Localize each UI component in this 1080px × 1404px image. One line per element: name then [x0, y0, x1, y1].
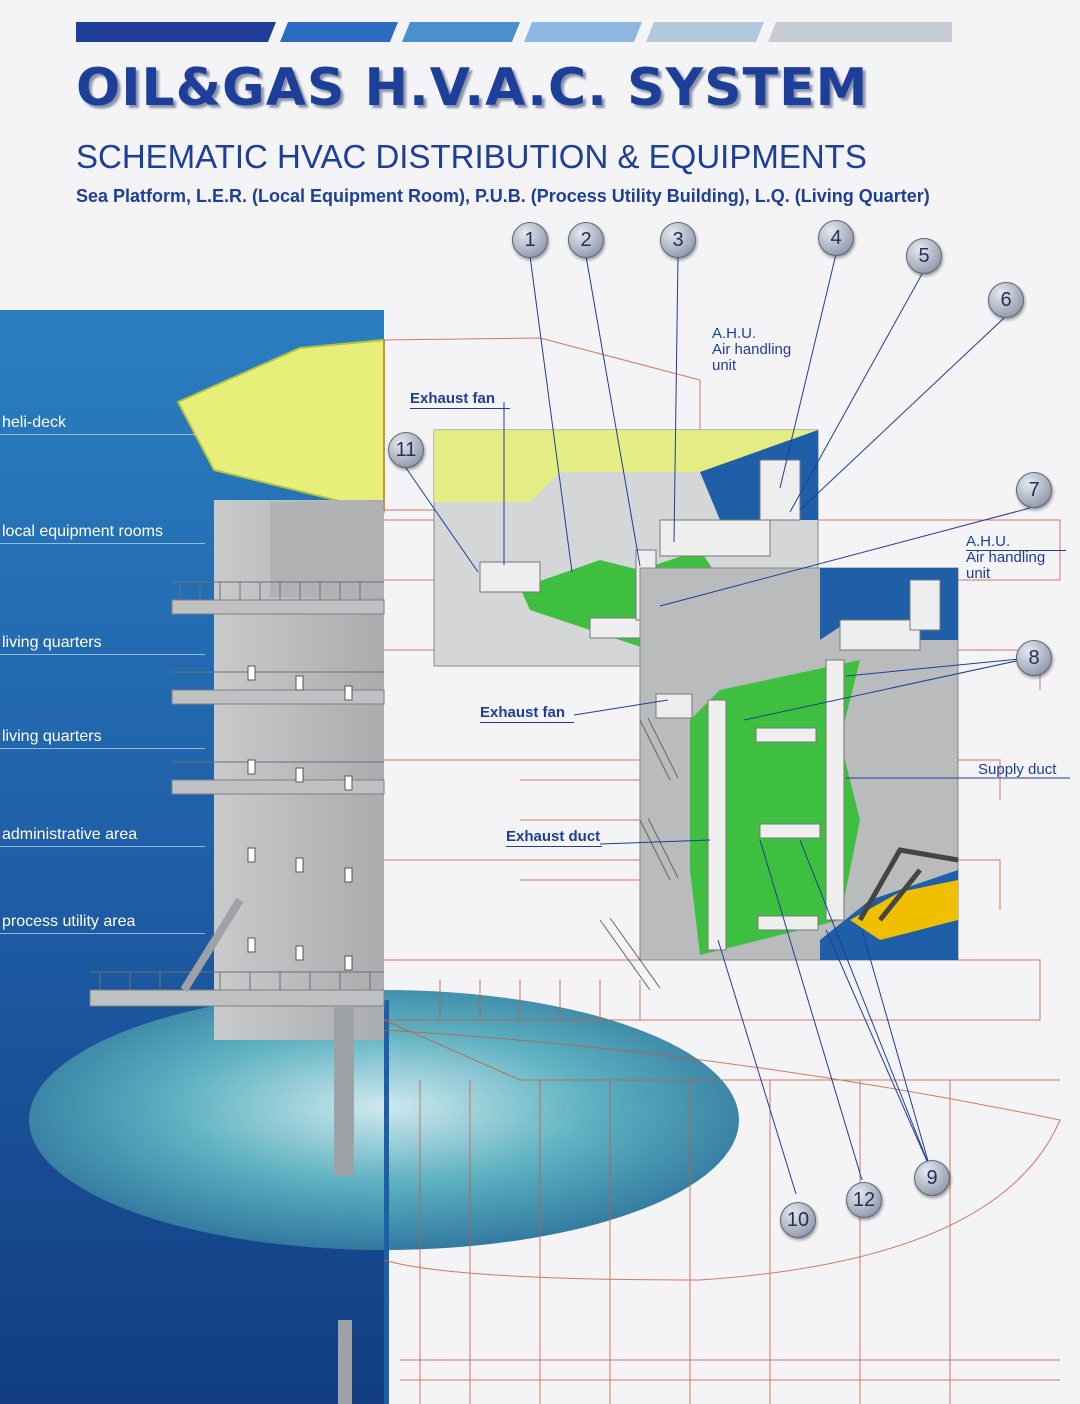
area-label-process-utility-area: process utility area: [2, 913, 136, 930]
marker-10: 10: [780, 1202, 816, 1238]
area-label-heli-deck: heli-deck: [2, 414, 67, 431]
marker-11: 11: [388, 432, 424, 468]
marker-12: 12: [846, 1182, 882, 1218]
area-divider: [0, 654, 205, 655]
marker-9: 9: [914, 1160, 950, 1196]
page-caption: Sea Platform, L.E.R. (Local Equipment Ro…: [76, 186, 930, 206]
area-divider: [0, 543, 205, 544]
marker-5: 5: [906, 238, 942, 274]
marker-7: 7: [1016, 472, 1052, 508]
area-label-administrative-area: administrative area: [2, 826, 138, 843]
page-title: OIL&GAS H.V.A.C. SYSTEM: [76, 58, 869, 118]
area-label-local-equipment-rooms: local equipment rooms: [2, 523, 163, 540]
callout-ahu-upper: A.H.U. Air handling unit: [712, 325, 792, 374]
marker-1: 1: [512, 222, 548, 258]
callout-exhaust-duct: Exhaust duct: [506, 828, 601, 845]
callout-ahu-right: A.H.U. Air handling unit: [966, 533, 1046, 582]
callout-exhaust-fan-lower: Exhaust fan: [480, 704, 566, 721]
header-stripe-bar: [76, 22, 952, 42]
marker-4: 4: [818, 220, 854, 256]
leader-lines: [405, 253, 1070, 1195]
callout-exhaust-fan-upper: Exhaust fan: [410, 390, 496, 407]
marker-6: 6: [988, 282, 1024, 318]
marker-2: 2: [568, 222, 604, 258]
area-divider: [0, 933, 205, 934]
lower-green-duct-area: [690, 660, 860, 955]
marker-8: 8: [1016, 640, 1052, 676]
area-divider: [0, 434, 205, 435]
marker-3: 3: [660, 222, 696, 258]
platform-drawing: [0, 253, 1070, 1404]
page-subtitle: SCHEMATIC HVAC DISTRIBUTION & EQUIPMENTS: [76, 138, 867, 175]
area-label-living-quarters-upper: living quarters: [2, 634, 102, 651]
platform-illustration: heli-deck local equipment rooms living q…: [0, 220, 1080, 1404]
area-divider: [0, 846, 205, 847]
area-label-living-quarters-lower: living quarters: [2, 728, 102, 745]
callout-supply-duct: Supply duct: [978, 761, 1057, 778]
area-divider: [0, 748, 205, 749]
